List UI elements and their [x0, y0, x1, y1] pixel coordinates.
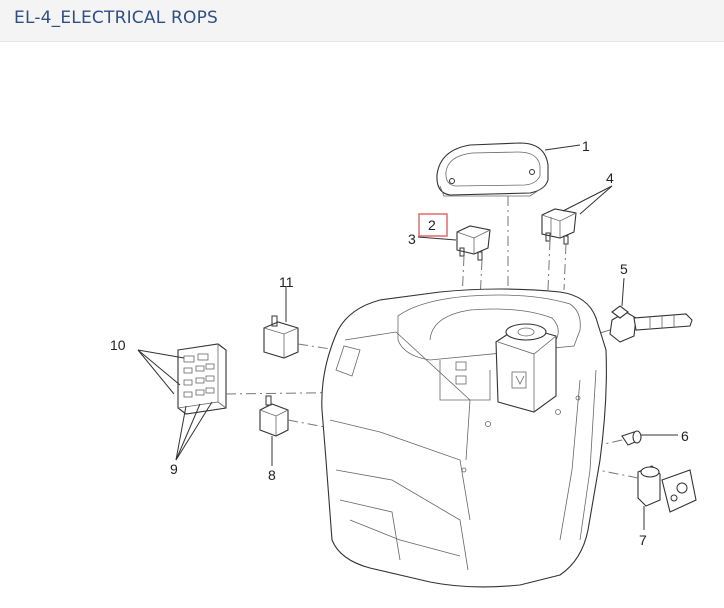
parts-diagram: 1 2 3 4 5 6 7 8 9 10 11: [110, 138, 697, 588]
part-relay-large: [263, 315, 299, 359]
part-cap: [621, 430, 642, 446]
callout-labels: 1 2 3 4 5 6 7 8 9 10 11: [110, 138, 689, 548]
callout-1[interactable]: 1: [582, 138, 590, 154]
part-fuse-box: [177, 343, 227, 415]
callout-4[interactable]: 4: [606, 170, 614, 186]
callout-7[interactable]: 7: [639, 532, 647, 548]
callout-6[interactable]: 6: [681, 428, 689, 444]
callout-11[interactable]: 11: [279, 274, 294, 290]
part-switch-single: [456, 225, 491, 261]
callout-8[interactable]: 8: [268, 467, 276, 483]
callout-2[interactable]: 2: [428, 217, 436, 233]
callout-9[interactable]: 9: [170, 461, 178, 477]
part-socket: [637, 465, 697, 513]
part-relay-small: [259, 395, 289, 437]
part-dash-housing: [321, 288, 607, 588]
callout-10[interactable]: 10: [110, 337, 126, 353]
part-steering-column: [495, 323, 557, 413]
part-switch-double: [541, 208, 577, 245]
callout-5[interactable]: 5: [620, 261, 628, 277]
page-title: EL-4_ELECTRICAL ROPS: [14, 8, 219, 28]
highlight-box: [418, 213, 448, 237]
part-stalk-switch: [609, 305, 693, 343]
part-instrument-cluster: [436, 142, 549, 197]
callout-3[interactable]: 3: [408, 231, 416, 247]
page-header: EL-4_ELECTRICAL ROPS: [0, 0, 724, 42]
